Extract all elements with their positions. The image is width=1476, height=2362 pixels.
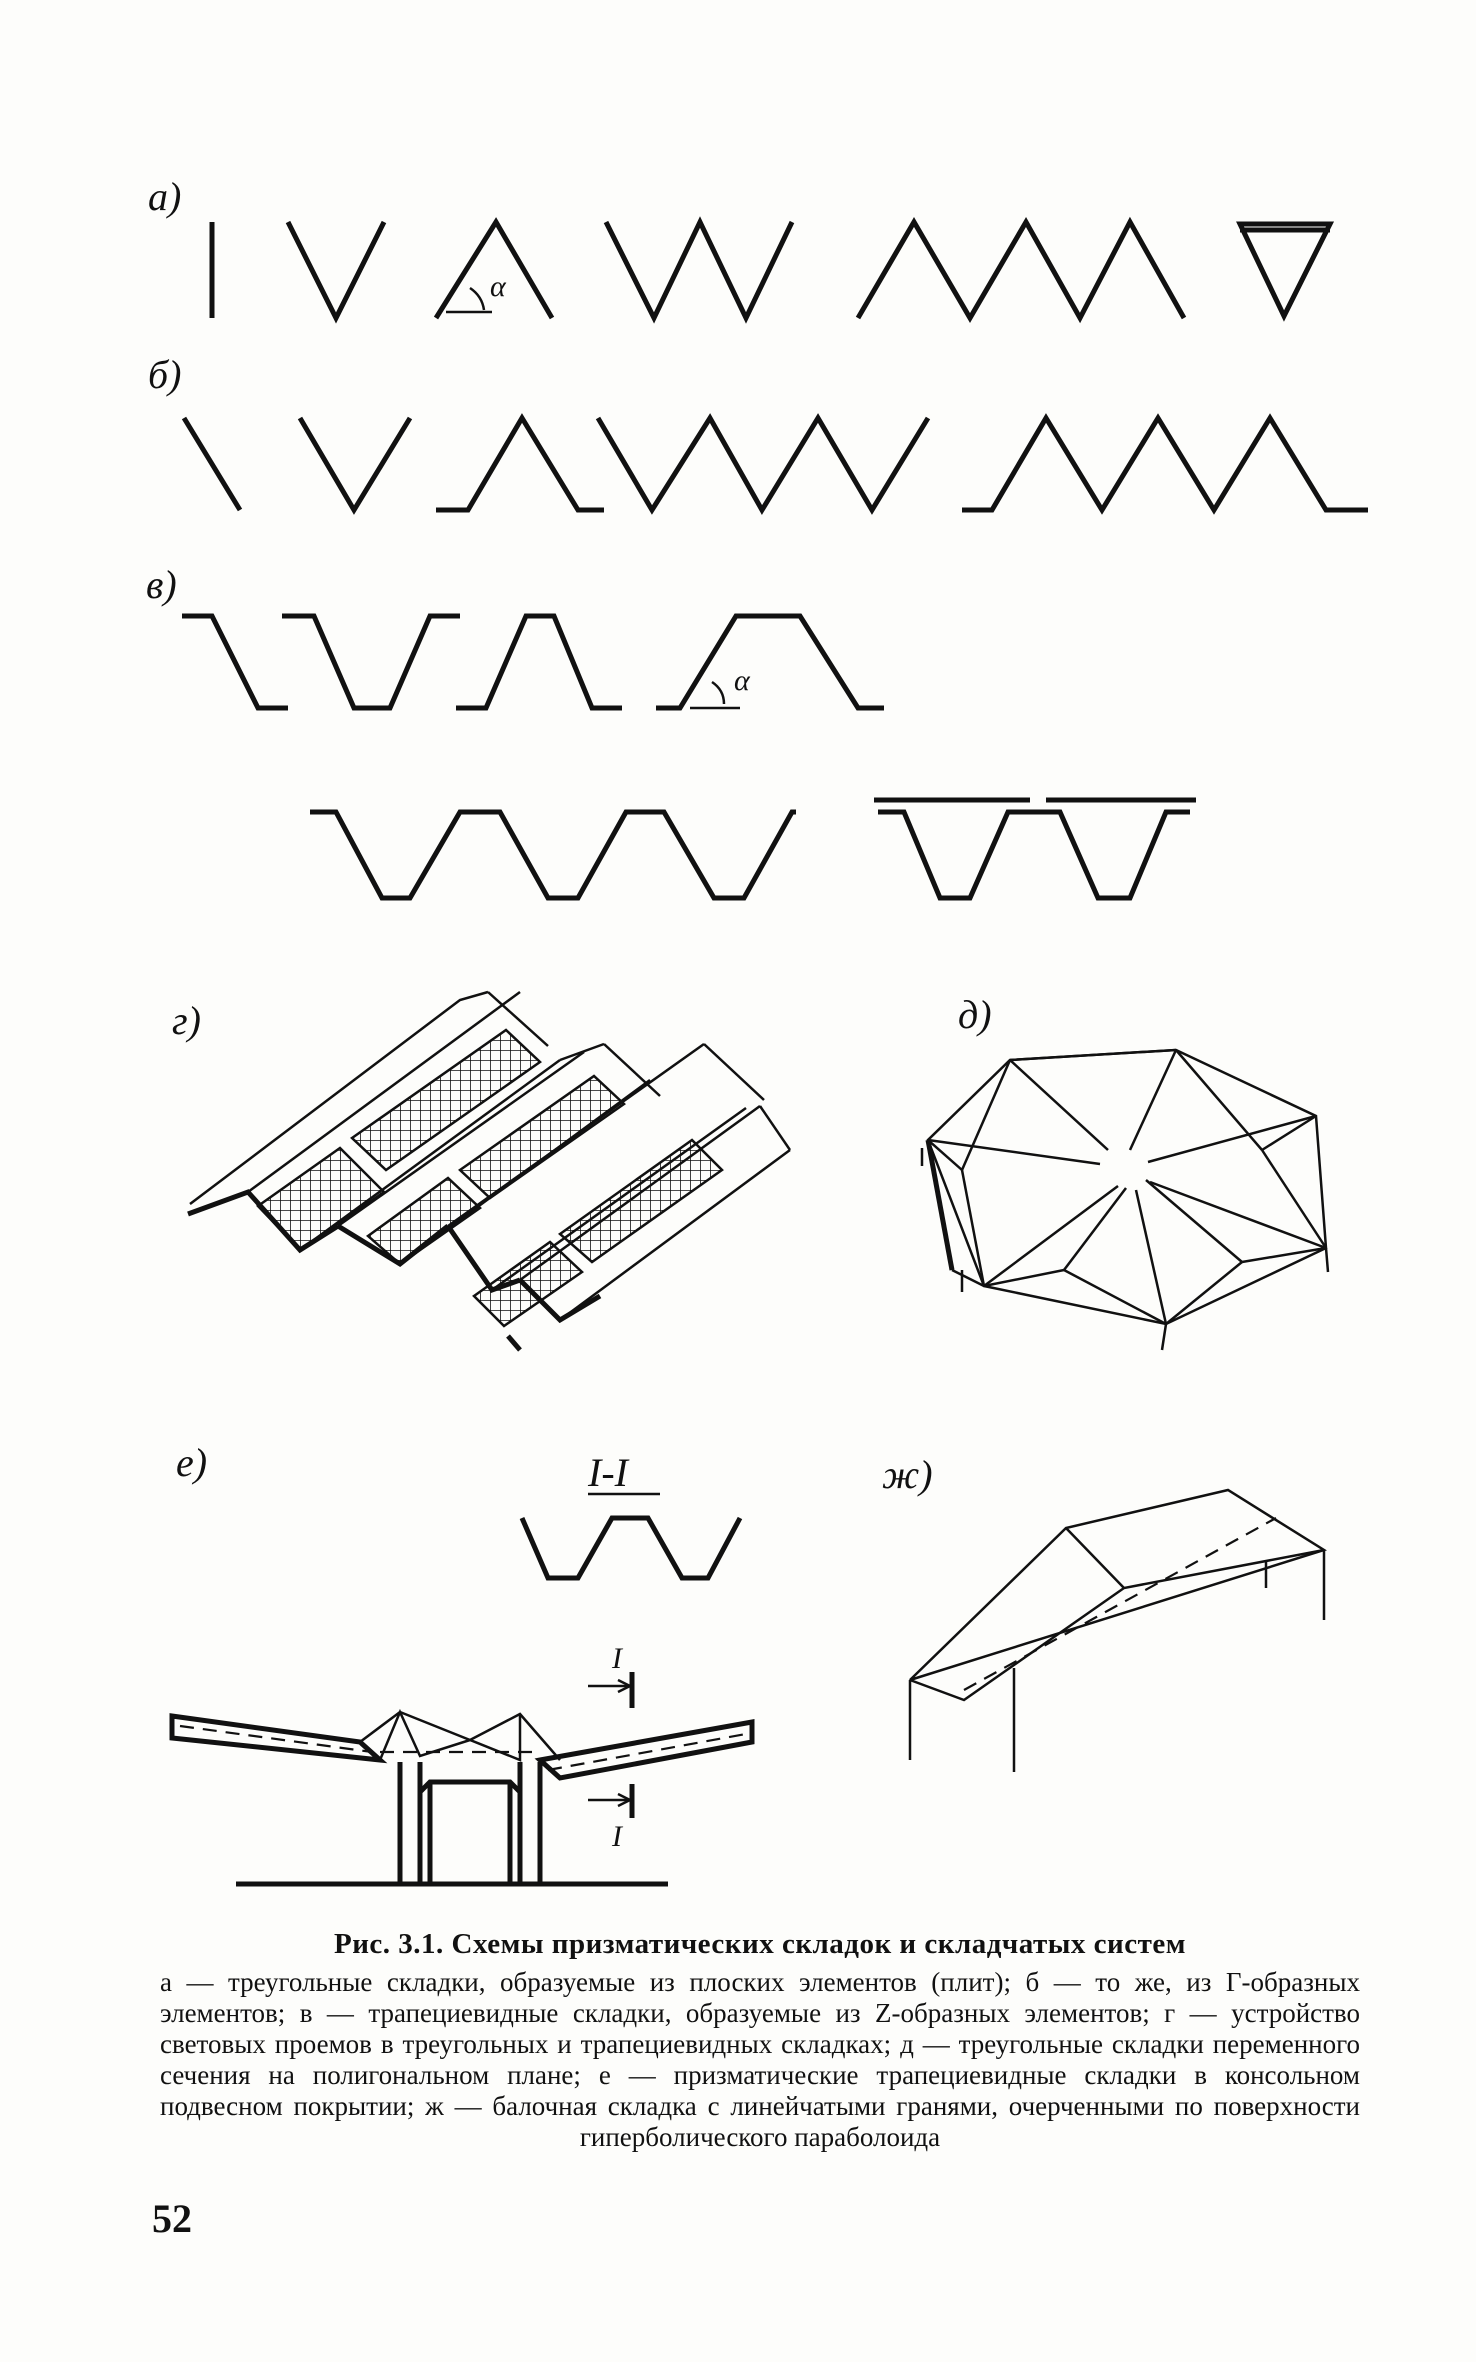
skylight-1a [256, 1146, 386, 1252]
front-edge-5 [506, 1334, 522, 1352]
rib-5 [1134, 1189, 1168, 1325]
rib-3 [1147, 1114, 1317, 1164]
triangular-folds-flat-plates: α [209, 216, 1335, 324]
fold-end-1 [487, 991, 549, 1047]
support-2 [1324, 1247, 1330, 1273]
beam-fold-lower-edge [909, 1548, 1325, 1702]
label-a: а) [148, 174, 181, 219]
label-d: д) [958, 992, 992, 1037]
page-number: 52 [152, 2196, 192, 2241]
g-fold-3 [436, 413, 604, 513]
fold-closed-triangle [1236, 221, 1335, 322]
fold-v [285, 220, 387, 324]
ridge-2-bottom [337, 1050, 585, 1228]
polygon-front-edge [925, 1139, 955, 1271]
valley-f [1063, 1268, 1167, 1326]
alpha-label-a: α [490, 270, 507, 303]
fold-edge-1 [247, 990, 521, 1194]
valley-g [983, 1268, 1065, 1288]
valley-h [960, 1169, 986, 1287]
polygon-base-edge [951, 1268, 985, 1288]
beam-fold-hyperbolic-paraboloid [908, 1488, 1327, 1772]
triangular-folds-g-elements [181, 413, 1368, 515]
skylight-3a [472, 1240, 584, 1328]
support-1 [1160, 1323, 1168, 1351]
valley-a [1175, 1049, 1263, 1151]
z-fold-4 [656, 613, 884, 711]
ridge-1-top [189, 990, 489, 1205]
alpha-label-v: α [734, 664, 751, 697]
label-g: г) [172, 998, 201, 1043]
section-mark-bottom: I [611, 1820, 624, 1853]
label-v: в) [146, 562, 177, 607]
fold-w [603, 216, 795, 324]
z-fold-3 [456, 613, 622, 711]
alpha-arc [469, 286, 486, 311]
section-profile [519, 1515, 743, 1581]
ridge-2-top [559, 1042, 605, 1062]
fold-end-3 [703, 1043, 765, 1101]
section-label: I-I [587, 1450, 630, 1495]
label-b: б) [148, 352, 181, 397]
polygon-outline [926, 1048, 1328, 1326]
folds-with-skylights [187, 990, 792, 1352]
beam-fold-top [909, 1488, 1327, 1682]
skylight-2a [365, 1176, 482, 1266]
caption-title: Рис. 3.1. Схемы призматических складок и… [334, 1928, 1186, 1960]
cantilever-left-axis [179, 1724, 373, 1754]
skylight-3b [557, 1138, 724, 1264]
valley-i [927, 1139, 963, 1171]
rib-6 [983, 1184, 1119, 1288]
z-fold-row-2 [310, 809, 796, 901]
caption-body: а — треугольные складки, образуемые из п… [160, 1967, 1360, 2152]
edge-top [1009, 1048, 1177, 1062]
fold-end-4 [758, 1105, 792, 1151]
g-fold-5 [962, 413, 1368, 515]
valley-l [1145, 1179, 1243, 1263]
z-fold-covered [878, 809, 1190, 901]
valley-c [1260, 1149, 1328, 1249]
beam-fold-axis [963, 1517, 1277, 1691]
rib-1 [1009, 1059, 1109, 1151]
valley-e [1165, 1261, 1243, 1325]
skylight-1b [350, 1028, 542, 1172]
skylight-2b [458, 1074, 626, 1200]
cantilever-right-axis [547, 1732, 747, 1772]
fold-inverted-v [433, 217, 555, 320]
pylon-opening [418, 1779, 522, 1794]
cantilever-right [534, 1719, 755, 1781]
beam-fold-crease [1065, 1527, 1125, 1589]
fold-edge-4 [559, 1148, 791, 1322]
label-zh: ж) [882, 1452, 933, 1497]
figure-caption: Рис. 3.1. Схемы призматических складок и… [160, 1928, 1360, 2153]
label-e: е) [176, 1440, 207, 1485]
fold-zigzag [855, 216, 1187, 324]
rib-2 [1128, 1049, 1178, 1151]
z-fold-1 [182, 613, 288, 711]
valley-b [1261, 1114, 1317, 1152]
g-fold-4 [595, 413, 931, 515]
cantilever-suspended-roof: I I [169, 1515, 755, 1887]
valley-j [960, 1059, 1012, 1171]
figure-3-1: а) α б) в) [146, 174, 1368, 1887]
trapezoidal-folds-z-elements: α [182, 613, 1196, 901]
z-fold-2 [282, 613, 460, 711]
polygonal-plan-folds [920, 1048, 1330, 1351]
rib-4 [1149, 1180, 1327, 1250]
rib-7 [927, 1138, 1101, 1166]
section-mark-top: I [611, 1642, 624, 1675]
g-fold-1 [181, 416, 243, 512]
valley-d [1241, 1246, 1327, 1264]
valley-k [1063, 1187, 1127, 1271]
fold-end-2 [603, 1043, 661, 1097]
alpha-arc-v [711, 680, 726, 705]
g-fold-2 [297, 416, 413, 515]
